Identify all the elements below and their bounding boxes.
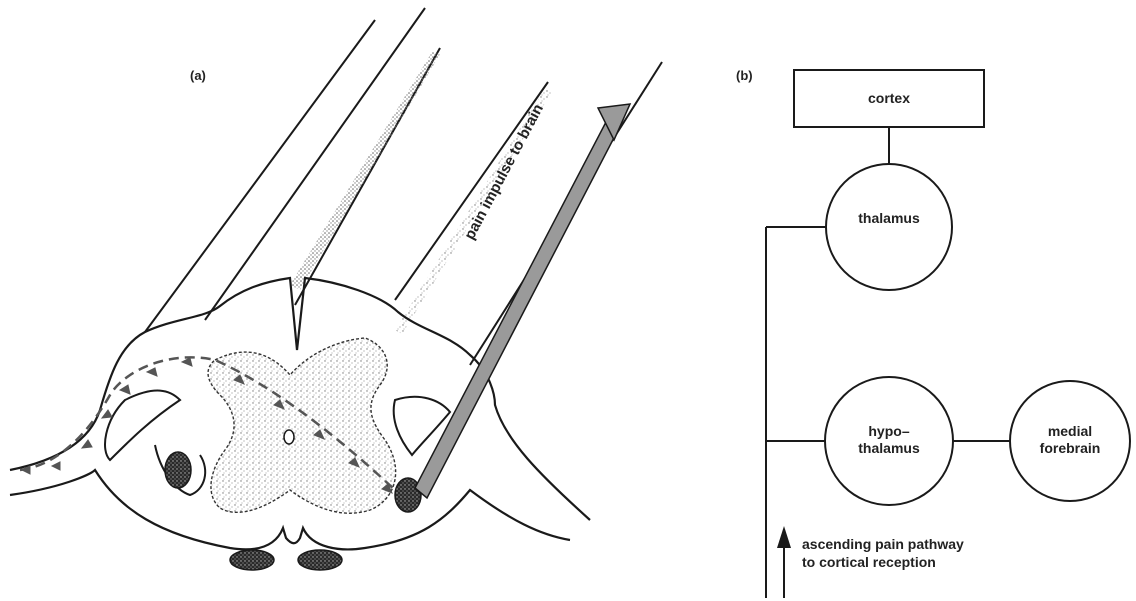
- forebrain-label-line2: forebrain: [1010, 440, 1130, 457]
- hypothalamus-label: hypo– thalamus: [826, 423, 952, 457]
- ascending-pathway-arrow: [777, 526, 791, 598]
- panel-b-label: (b): [736, 68, 753, 84]
- pathway-caption: ascending pain pathway to cortical recep…: [802, 535, 964, 571]
- thalamus-circle: [826, 164, 952, 290]
- pathway-caption-line1: ascending pain pathway: [802, 535, 964, 553]
- hypothalamus-label-line1: hypo–: [826, 423, 952, 440]
- forebrain-label: medial forebrain: [1010, 423, 1130, 457]
- cortex-label: cortex: [794, 90, 984, 107]
- hypothalamus-label-line2: thalamus: [826, 440, 952, 457]
- thalamus-label: thalamus: [826, 210, 952, 227]
- pathway-caption-line2: to cortical reception: [802, 553, 964, 571]
- forebrain-label-line1: medial: [1010, 423, 1130, 440]
